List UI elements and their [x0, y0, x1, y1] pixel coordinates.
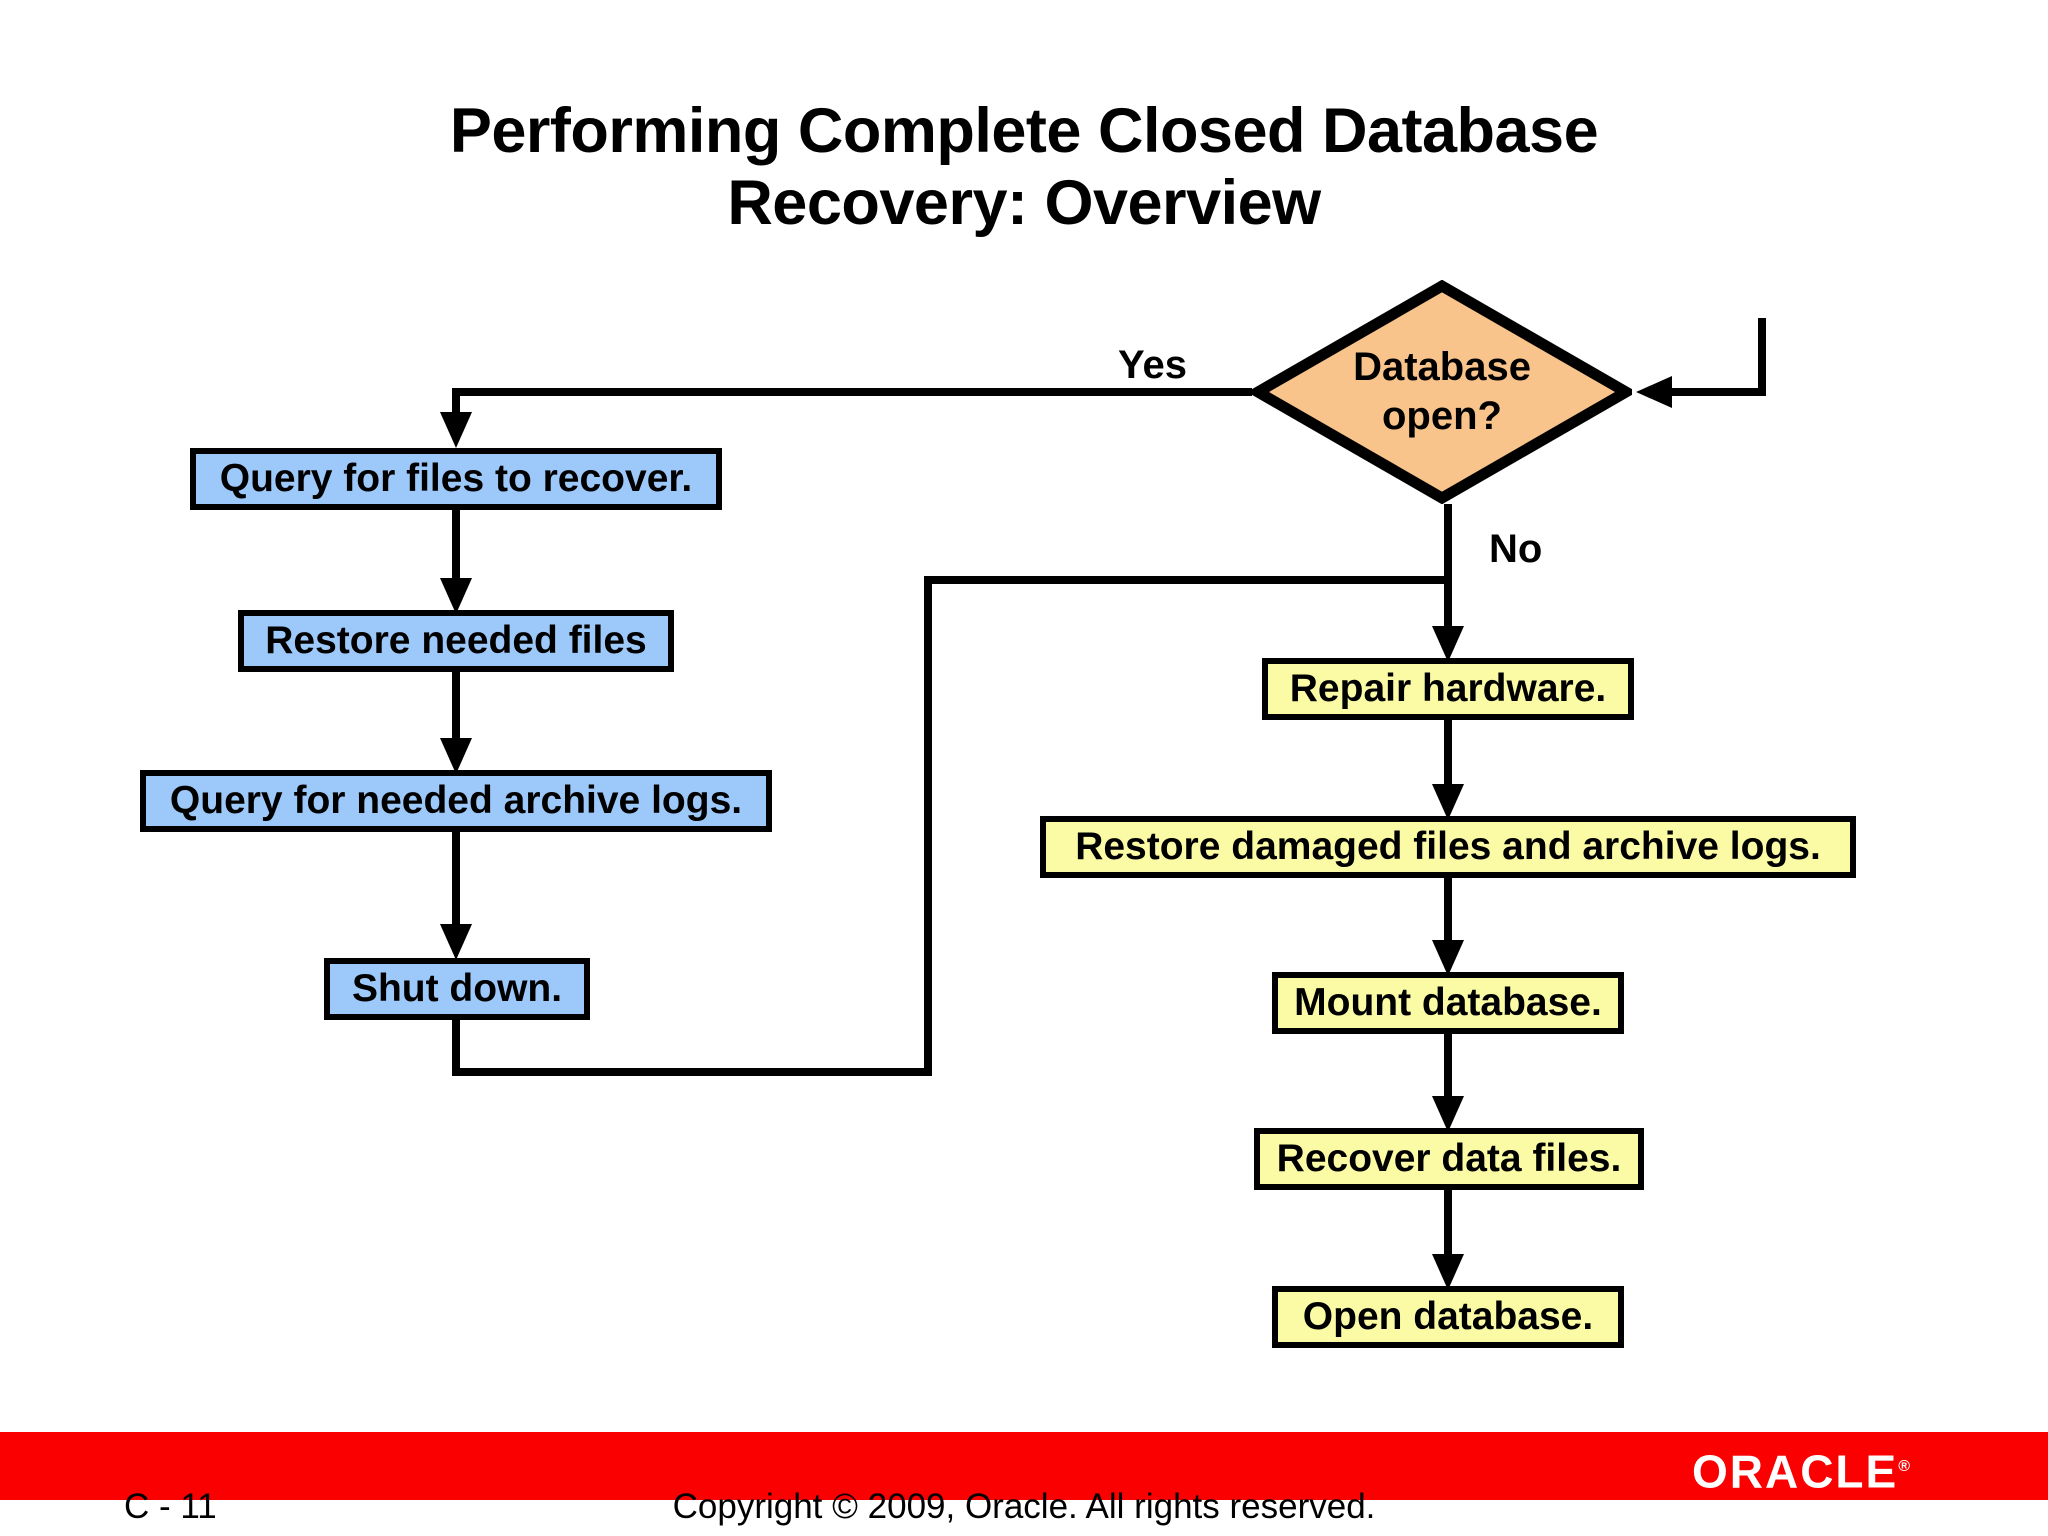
edge-label-yes: Yes [1118, 343, 1187, 387]
node-shut-down[interactable]: Shut down. [324, 958, 590, 1020]
decision-label: Database open? [1353, 345, 1531, 438]
edge-yes-to-query-files [452, 388, 1252, 430]
trademark-symbol: ® [1898, 1458, 1910, 1475]
flowchart-arrowheads [440, 376, 1672, 1290]
node-open-database[interactable]: Open database. [1272, 1286, 1624, 1348]
node-repair-hardware[interactable]: Repair hardware. [1262, 658, 1634, 720]
edge-shutdown-feedback [452, 576, 1448, 1076]
node-query-for-needed-archive-logs[interactable]: Query for needed archive logs. [140, 770, 772, 832]
footer-bar [0, 1432, 2048, 1500]
edge-label-no: No [1489, 527, 1543, 571]
node-mount-database[interactable]: Mount database. [1272, 972, 1624, 1034]
decision-database-open[interactable]: Database open? [1252, 280, 1632, 504]
page-title: Performing Complete Closed Database Reco… [449, 96, 1599, 238]
node-restore-damaged-files-and-archive-logs[interactable]: Restore damaged files and archive logs. [1040, 816, 1856, 878]
node-recover-data-files[interactable]: Recover data files. [1254, 1128, 1644, 1190]
diamond-shape [1252, 280, 1632, 504]
flowchart-diagram: Database open? Yes No Query for files to… [140, 280, 1856, 1348]
edge-loop-back-to-decision [1660, 318, 1766, 396]
page-number: C - 11 [124, 1487, 217, 1526]
oracle-wordmark: ORACLE [1691, 1445, 1899, 1498]
copyright-notice: Copyright © 2009, Oracle. All rights res… [672, 1487, 1376, 1526]
node-restore-needed-files[interactable]: Restore needed files [238, 610, 674, 672]
flowchart-connectors [440, 318, 1766, 1290]
oracle-logo: ORACLE® [1692, 1444, 1910, 1494]
node-query-for-files-to-recover[interactable]: Query for files to recover. [190, 448, 722, 510]
